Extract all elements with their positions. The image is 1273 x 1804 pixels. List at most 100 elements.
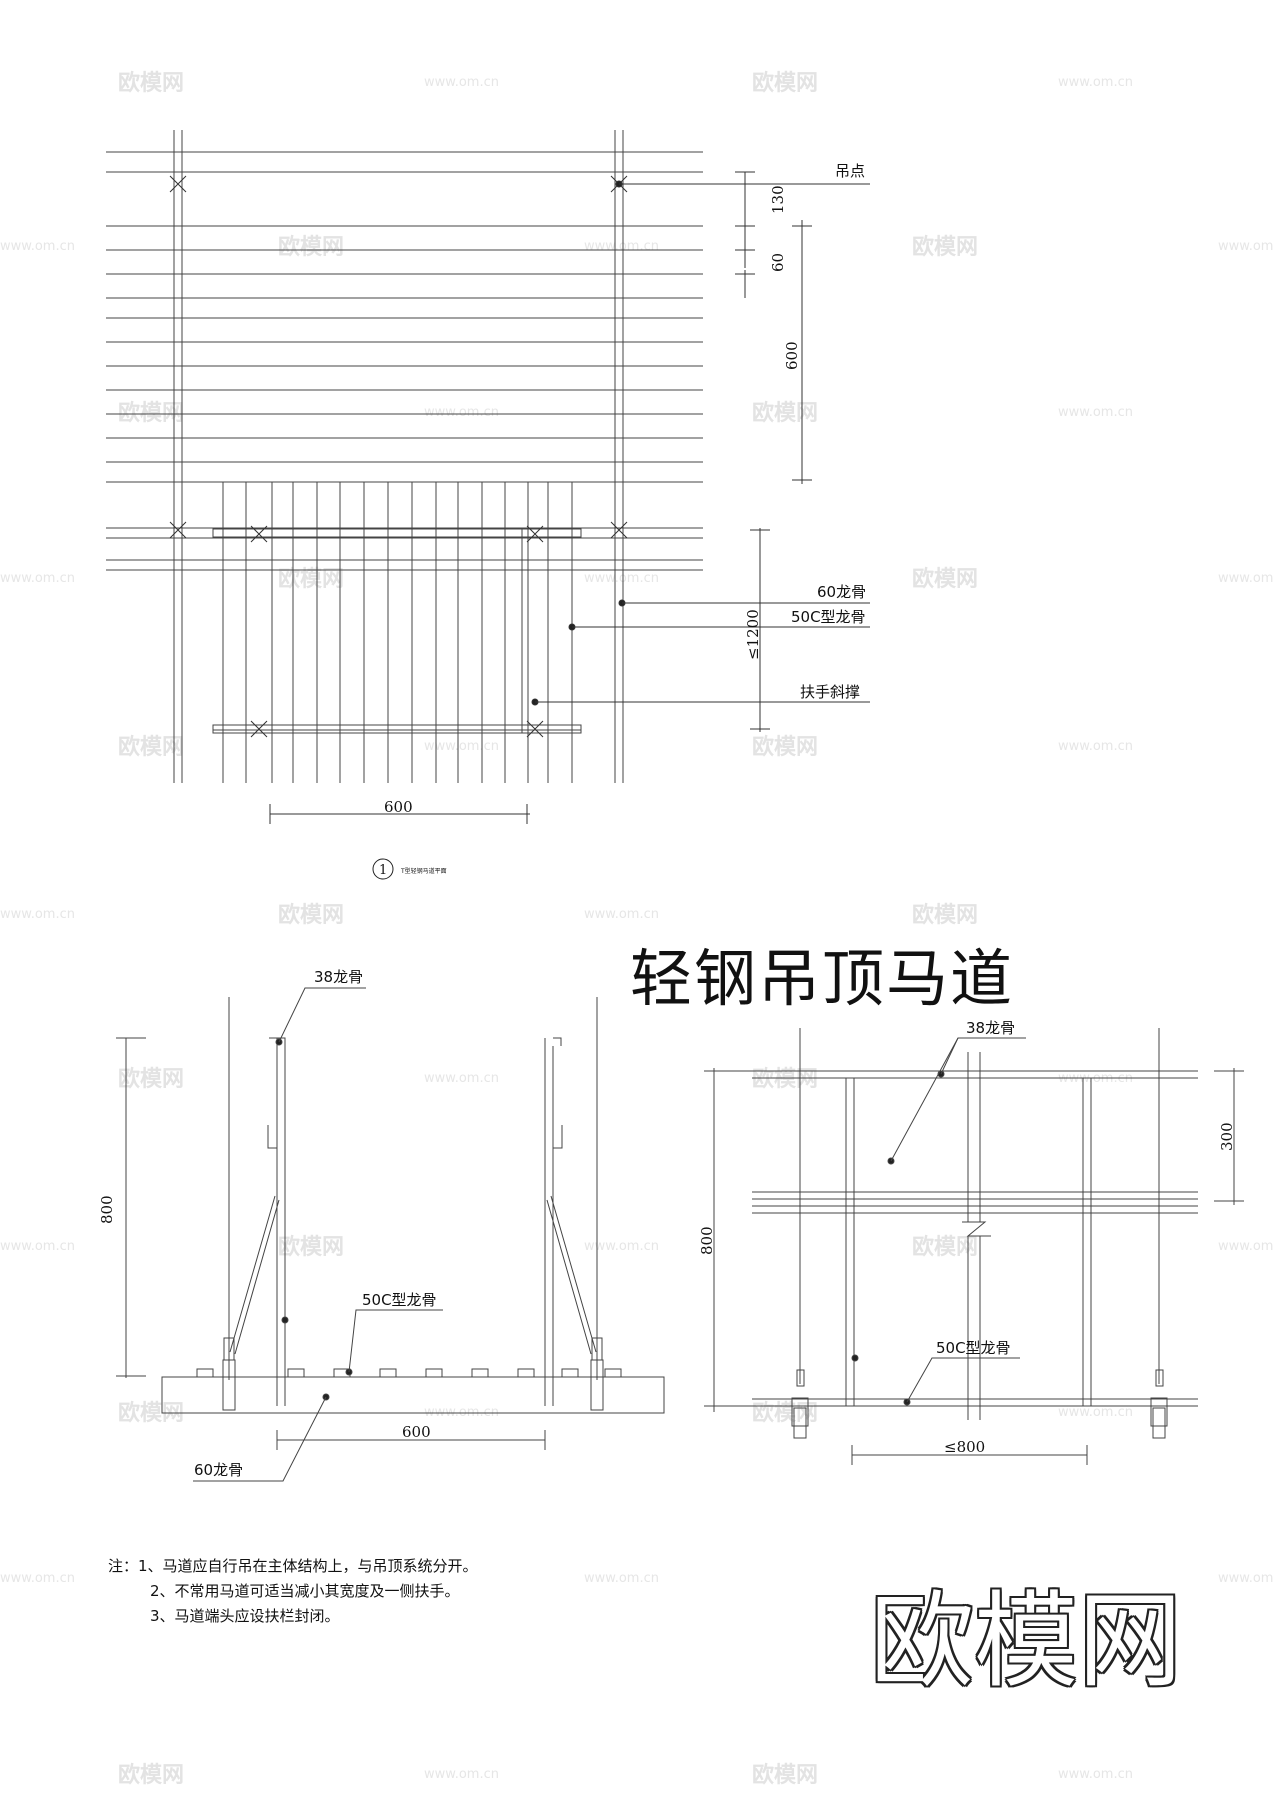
plan-view	[106, 130, 870, 824]
dim-line-600-a	[276, 1430, 546, 1450]
50c-block	[517, 1368, 535, 1378]
dim-line-1200	[750, 528, 770, 732]
hanger-cross-icon	[610, 521, 628, 539]
watermark-url: www.om.cn	[1218, 239, 1273, 254]
hanger-cross-icon	[526, 525, 544, 543]
watermark-brand: 欧模网	[118, 1762, 184, 1788]
38-joist-mid	[752, 1191, 1198, 1214]
note-1: 注：1、马道应自行吊在主体结构上，与吊顶系统分开。	[108, 1557, 478, 1575]
adjuster-b-right	[1155, 1369, 1164, 1387]
watermark-url: www.om.cn	[0, 1571, 75, 1586]
50c-joist-bottom	[752, 1398, 1198, 1407]
plan-handrail-bottom	[212, 724, 582, 734]
50c-block	[604, 1368, 622, 1378]
label-50c-joist: 50C型龙骨	[791, 608, 866, 626]
dim-300-b: 300	[1218, 1122, 1236, 1151]
watermark-brand: 欧模网	[912, 566, 978, 592]
drawing-title: 轻钢吊顶马道	[630, 942, 1015, 1015]
watermark-url: www.om.cn	[584, 571, 659, 586]
vertical-right	[1082, 1078, 1092, 1406]
clamp-left	[222, 1359, 236, 1411]
label-38-joist-b: 38龙骨	[966, 1019, 1015, 1037]
dim-800-a: 800	[98, 1195, 116, 1224]
brand-logo: 欧模网	[870, 1580, 1183, 1702]
watermark-url: www.om.cn	[584, 239, 659, 254]
hanger-cross-icon	[169, 175, 187, 193]
watermark-url: www.om.cn	[1058, 1767, 1133, 1782]
watermark-brand: 欧模网	[118, 1066, 184, 1092]
dim-1200: ≤1200	[744, 609, 762, 660]
post-left	[269, 1037, 286, 1406]
watermark-url: www.om.cn	[424, 1071, 499, 1086]
post-right	[544, 1037, 562, 1406]
50c-block	[471, 1368, 489, 1378]
clamp-b-left	[791, 1397, 809, 1427]
label-brace: 扶手斜撑	[800, 683, 860, 701]
dim-600-vertical: 600	[783, 341, 801, 370]
clamp-b-left-inner	[793, 1407, 807, 1439]
plan-brace-right	[521, 528, 549, 734]
watermark-brand: 欧模网	[752, 1400, 818, 1426]
brace-right	[546, 1195, 597, 1355]
detail-number: 1	[379, 863, 387, 878]
center-post-top	[967, 1052, 981, 1222]
watermark-url: www.om.cn	[1058, 739, 1133, 754]
watermark-url: www.om.cn	[1218, 1239, 1273, 1254]
watermark-url: www.om.cn	[424, 1767, 499, 1782]
label-50c-joist-a: 50C型龙骨	[362, 1291, 437, 1309]
plan-handrail-top	[212, 528, 582, 538]
dim-extension	[735, 171, 755, 275]
watermark-brand: 欧模网	[752, 400, 818, 426]
label-60-joist: 60龙骨	[817, 583, 866, 601]
dim-60: 60	[769, 253, 787, 272]
watermark-url: www.om.cn	[1058, 75, 1133, 90]
hanger-cross-icon	[250, 720, 268, 738]
50c-block	[379, 1368, 397, 1378]
watermark-url: www.om.cn	[584, 1239, 659, 1254]
dim-line-800-a	[116, 1037, 146, 1378]
38-joist-top	[752, 1070, 1198, 1079]
note-2: 2、不常用马道可适当减小其宽度及一侧扶手。	[150, 1582, 460, 1600]
watermark-url: www.om.cn	[0, 571, 75, 586]
plan-brace-left	[245, 528, 273, 734]
plan-horizontal-joists	[106, 151, 703, 731]
section-a-text: 38龙骨 50C型龙骨 60龙骨 800 600	[98, 968, 437, 1479]
section-a	[116, 987, 665, 1482]
50c-block	[196, 1368, 214, 1378]
dim-line-300-b	[1214, 1068, 1244, 1205]
hanger-cross-icon	[250, 525, 268, 543]
clamp-right	[590, 1359, 604, 1411]
plan-text: 吊点 60龙骨 50C型龙骨 扶手斜撑 130 60 600 ≤1200 600…	[372, 162, 866, 880]
watermark-brand: 欧模网	[278, 1234, 344, 1260]
notes-block: 注：1、马道应自行吊在主体结构上，与吊顶系统分开。 2、不常用马道可适当减小其宽…	[108, 1554, 478, 1629]
watermark-url: www.om.cn	[424, 75, 499, 90]
50c-block	[425, 1368, 443, 1378]
watermark-url: www.om.cn	[1058, 405, 1133, 420]
rail-clip-right	[553, 1125, 563, 1149]
detail-caption: T型轻钢马道平面	[400, 867, 447, 875]
label-50c-joist-b: 50C型龙骨	[936, 1339, 1011, 1357]
watermark-url: www.om.cn	[1058, 1405, 1133, 1420]
watermark-url: www.om.cn	[424, 739, 499, 754]
watermark-brand: 欧模网	[752, 1762, 818, 1788]
50c-joist-blocks	[196, 1368, 622, 1378]
watermark-brand: 欧模网	[278, 234, 344, 260]
watermark-url: www.om.cn	[584, 907, 659, 922]
leader-38-b2	[890, 1037, 959, 1162]
plan-walkway-slats	[222, 482, 573, 783]
leader-38-b	[940, 1037, 1026, 1075]
watermark-grid: 欧模网 www.om.cn 欧模网 www.om.cn www.om.cn 欧模…	[0, 70, 1273, 1788]
watermark-brand: 欧模网	[752, 70, 818, 96]
clamp-b-right	[1150, 1397, 1168, 1427]
clamp-b-right-inner	[1152, 1407, 1166, 1439]
watermark-brand: 欧模网	[912, 1234, 978, 1260]
watermark-url: www.om.cn	[584, 1571, 659, 1586]
dim-800-width-b: ≤800	[944, 1438, 985, 1456]
watermark-brand: 欧模网	[278, 902, 344, 928]
dim-line-800-b	[704, 1068, 752, 1412]
hanger-point-markers	[169, 175, 628, 738]
watermark-brand: 欧模网	[912, 902, 978, 928]
adjuster-b-left	[796, 1369, 805, 1387]
dim-line-600	[792, 220, 812, 484]
